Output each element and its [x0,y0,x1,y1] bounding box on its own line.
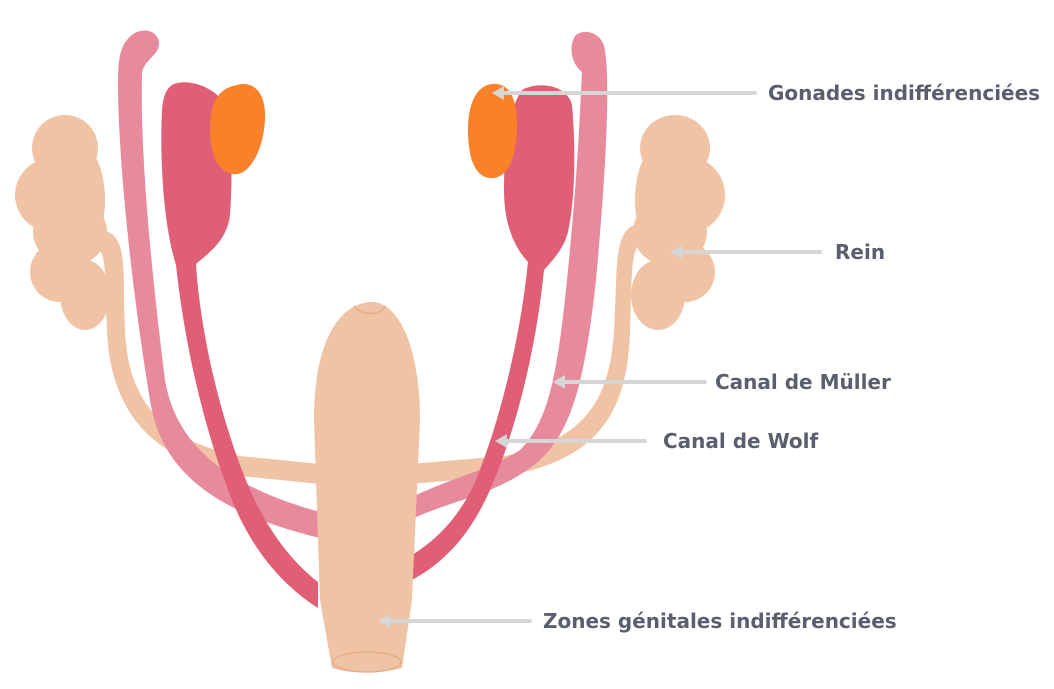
left-kidney-duct [92,230,320,484]
label-zones-genitales: Zones génitales indifférenciées [543,609,897,633]
label-canal-muller: Canal de Müller [715,370,891,394]
label-canal-wolf: Canal de Wolf [663,429,819,453]
label-rein: Rein [835,240,886,264]
label-gonades: Gonades indifférenciées [768,81,1041,105]
left-muller-duct [118,30,320,539]
right-kidney [631,115,725,330]
genital-zone-bottom-rim [332,651,402,673]
pointer-gonades [492,86,757,100]
right-muller-duct [410,31,608,520]
genital-zone [314,301,420,673]
pointer-canal-wolf [495,434,647,448]
left-wolf-duct [161,82,318,609]
right-gonad [468,83,518,179]
pointer-rein [670,245,822,259]
genital-zone-top-rim [353,305,387,315]
left-kidney [15,115,110,330]
pointer-canal-muller [553,375,707,389]
left-gonad [210,84,266,175]
right-kidney-duct [410,224,646,484]
right-wolf-duct [412,85,575,580]
pointer-zones-genitales [378,614,532,628]
